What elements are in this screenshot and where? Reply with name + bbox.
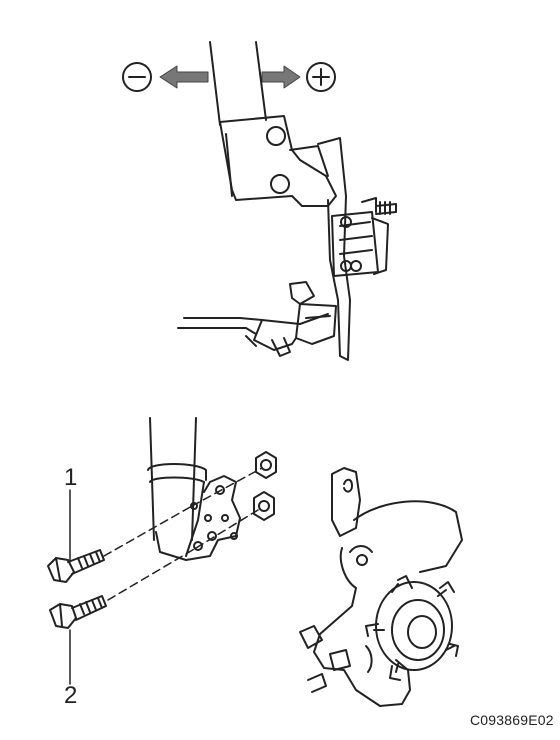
arrow-right-icon xyxy=(261,65,301,89)
figure-code: C093869E02 xyxy=(470,712,554,728)
nut-upper xyxy=(255,451,277,479)
nut-lower xyxy=(253,491,275,521)
strut-tube-top xyxy=(209,41,267,126)
bolt-2 xyxy=(49,595,107,629)
steering-knuckle-top xyxy=(317,137,397,361)
callout-number-2: 2 xyxy=(64,682,78,709)
steering-knuckle-hub xyxy=(299,467,463,707)
bolt-1 xyxy=(47,549,105,583)
plus-circle-icon xyxy=(306,62,336,92)
callout-number-1: 1 xyxy=(64,464,78,491)
strut-bracket-bottom xyxy=(147,463,241,561)
strut-bracket-top xyxy=(219,115,337,207)
minus-circle-icon xyxy=(122,62,152,92)
lower-arm-top xyxy=(177,281,337,357)
alignment-lines xyxy=(103,467,263,601)
arrow-left-icon xyxy=(159,65,209,89)
